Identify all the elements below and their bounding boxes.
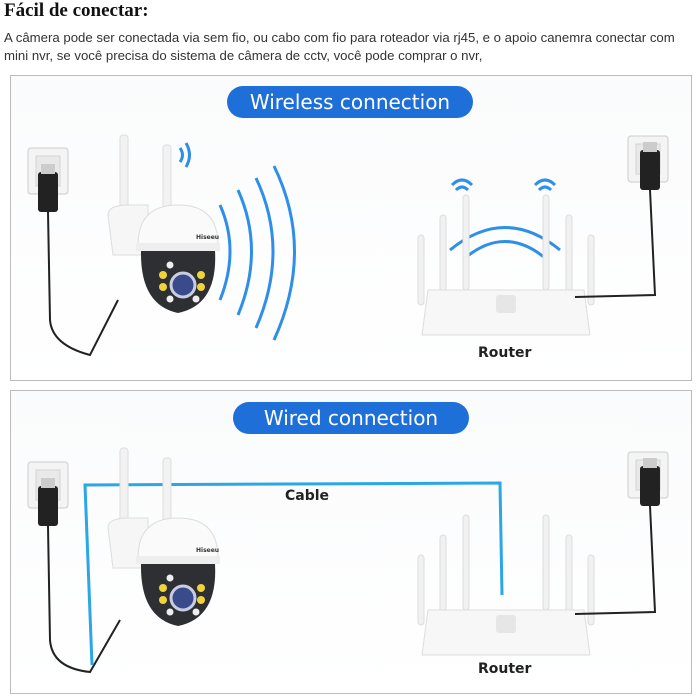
power-cable [574,505,657,615]
ethernet-cable [83,481,504,666]
cable-label: Cable [285,488,330,504]
camera-image [106,133,222,315]
camera-image [106,446,222,628]
power-plug-icon [640,142,660,190]
wireless-connection-title: Wireless connection [227,86,473,118]
section-heading: Fácil de conectar: [4,0,149,21]
power-plug-icon [640,458,660,506]
wifi-waves-icon [178,142,296,341]
camera-brand-logo: Hiseeu [196,547,220,554]
wired-connection-title: Wired connection [233,402,469,434]
section-description: A câmera pode ser conectada via sem fio,… [4,30,675,63]
power-plug-icon [38,164,58,212]
router-image [417,514,595,656]
router-image [417,194,595,336]
router-label: Router [478,661,532,677]
power-plug-icon [38,478,58,526]
power-cable [574,189,657,298]
power-cable [47,211,119,357]
camera-brand-logo: Hiseeu [196,234,220,241]
router-label: Router [478,345,532,361]
power-cable [47,525,121,674]
